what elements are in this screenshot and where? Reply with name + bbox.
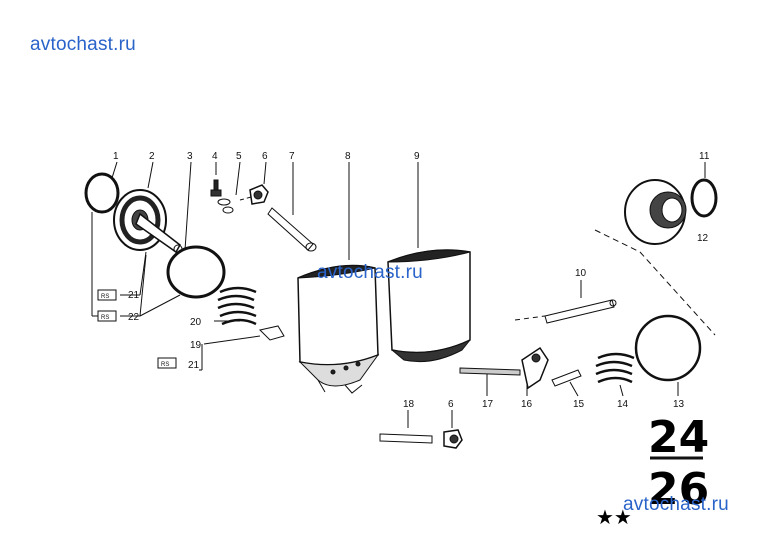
group-code-top: 24 xyxy=(648,412,709,463)
callout-21-top: 21 xyxy=(128,290,140,301)
callout-12: 12 xyxy=(697,233,709,244)
watermark-top: avtochast.ru xyxy=(30,34,136,55)
star-rating-icon: ★★ xyxy=(596,505,632,529)
callout-10: 10 xyxy=(575,268,587,279)
rs-tag-2: RS xyxy=(101,315,109,321)
callout-14: 14 xyxy=(617,399,629,410)
callout-20: 20 xyxy=(190,317,202,328)
rs-tag-3: RS xyxy=(161,362,169,368)
callout-8: 8 xyxy=(345,151,351,162)
callout-7: 7 xyxy=(289,151,295,162)
callout-17: 17 xyxy=(482,399,494,410)
callout-19: 19 xyxy=(190,340,202,351)
callout-2: 2 xyxy=(149,151,155,162)
callout-3: 3 xyxy=(187,151,193,162)
callout-16: 16 xyxy=(521,399,533,410)
callout-18: 18 xyxy=(403,399,415,410)
callout-6: 6 xyxy=(262,151,268,162)
callout-13: 13 xyxy=(673,399,685,410)
watermark-bottom: avtochast.ru xyxy=(623,494,729,515)
callout-9: 9 xyxy=(414,151,420,162)
rs-tag-1: RS xyxy=(101,294,109,300)
group-code-bottom: 26 xyxy=(648,464,709,515)
callout-11: 11 xyxy=(699,151,710,162)
callout-15: 15 xyxy=(573,399,585,410)
watermark-center: avtochast.ru xyxy=(317,262,423,283)
callout-21-bottom: 21 xyxy=(188,360,200,371)
callout-1: 1 xyxy=(113,151,119,162)
callout-4: 4 xyxy=(212,151,218,162)
callout-5: 5 xyxy=(236,151,242,162)
callout-6-lower: 6 xyxy=(448,399,454,410)
callout-22: 22 xyxy=(128,312,140,323)
